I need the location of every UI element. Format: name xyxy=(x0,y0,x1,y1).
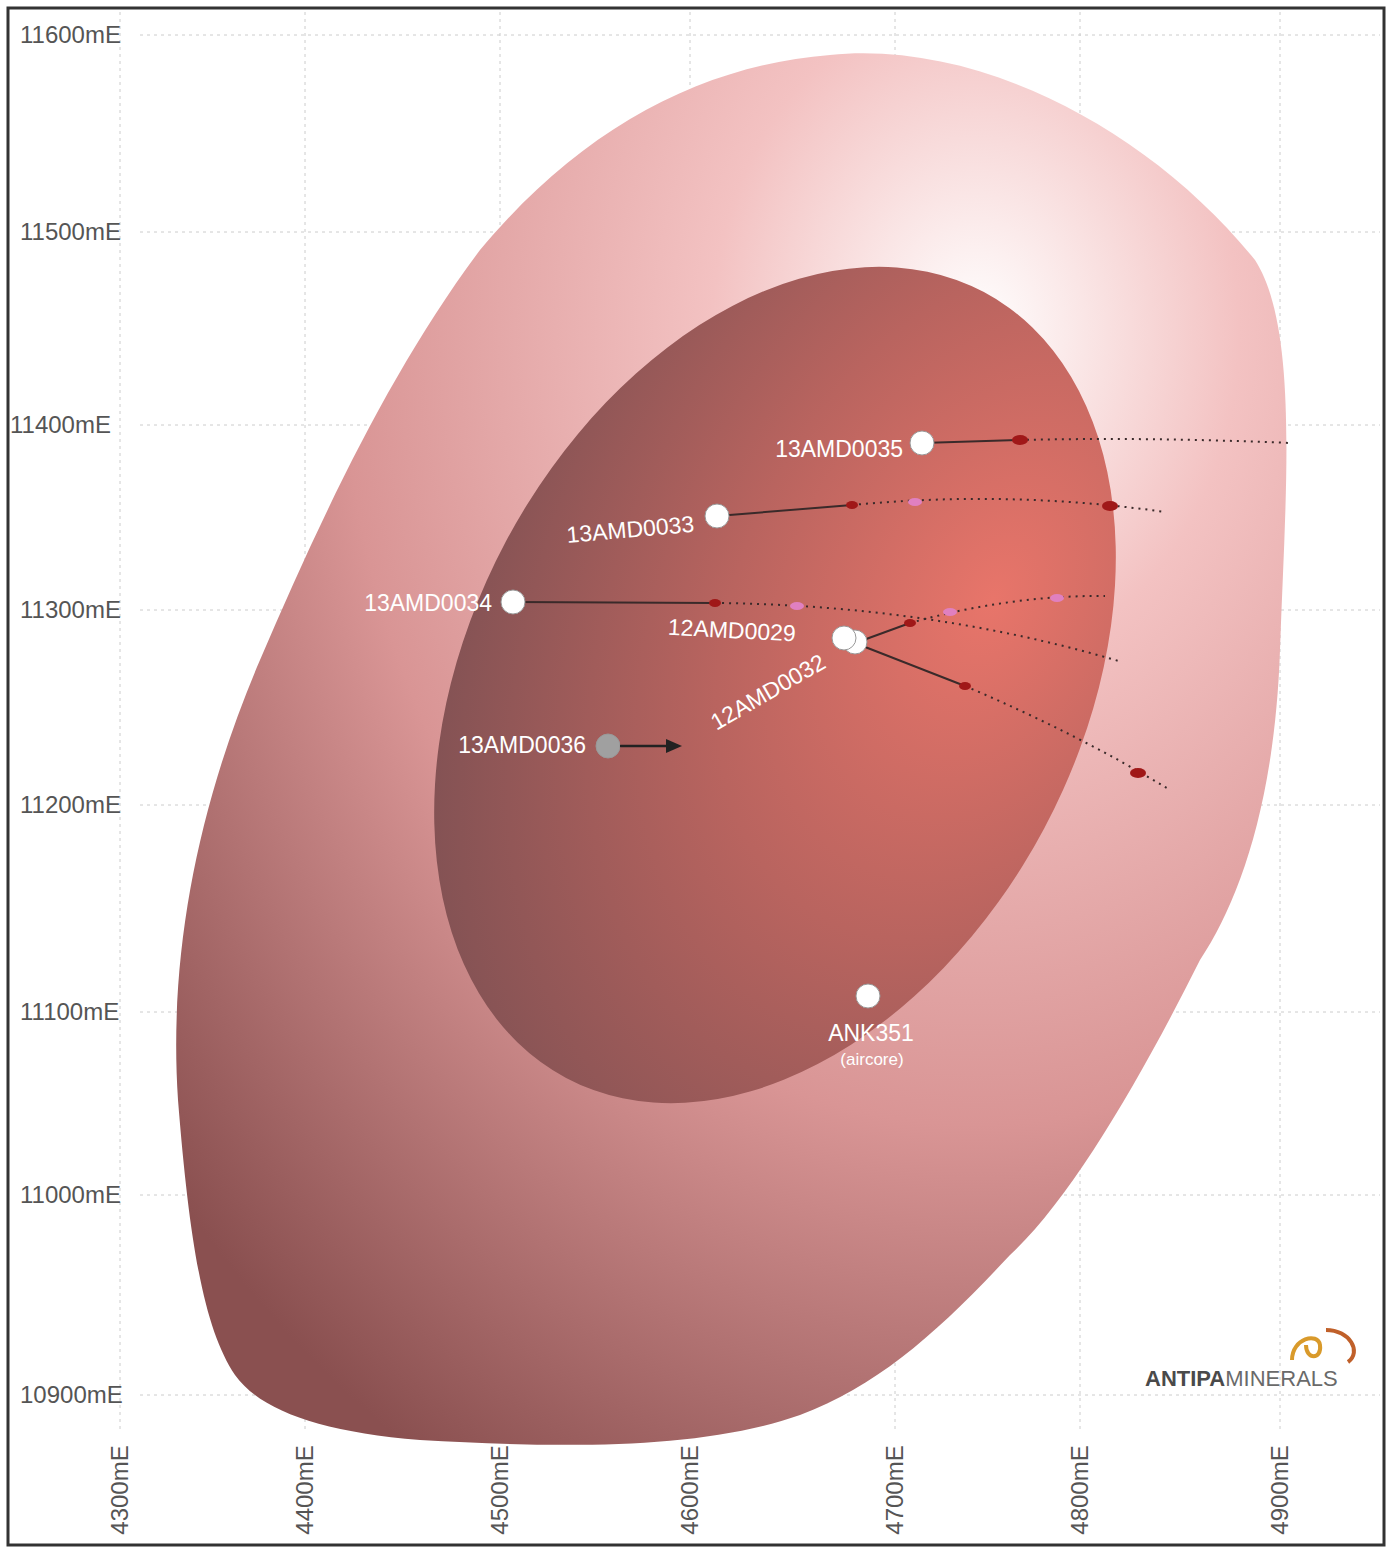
hole-note: (aircore) xyxy=(840,1050,903,1070)
hole-label: 13AMD0035 xyxy=(775,436,903,462)
hole-label: 13AMD0036 xyxy=(458,732,586,758)
axis-label: 11600mE xyxy=(20,21,121,49)
axis-label: 11100mE xyxy=(20,998,119,1026)
axis-label: 4500mE xyxy=(486,1445,514,1534)
axis-label: 10900mE xyxy=(20,1381,123,1409)
axis-label: 4700mE xyxy=(881,1445,909,1534)
axis-label: 11400mE xyxy=(10,411,111,439)
axis-label: 11500mE xyxy=(20,218,121,246)
axis-label: 11300mE xyxy=(20,596,121,624)
collars xyxy=(501,431,934,1008)
logo-text: MINERALS xyxy=(1225,1366,1337,1391)
outer-shell xyxy=(176,53,1286,1444)
intercepts xyxy=(709,435,1146,778)
axis-label: 4900mE xyxy=(1266,1445,1294,1534)
axis-label: 11200mE xyxy=(20,791,121,819)
axis-label: 4400mE xyxy=(291,1445,319,1534)
axis-label: 4800mE xyxy=(1066,1445,1094,1534)
hole-label: 13AMD0034 xyxy=(364,590,492,616)
drill-traces xyxy=(513,439,1290,790)
axis-label: 4300mE xyxy=(106,1445,134,1534)
planned-direction xyxy=(620,745,668,748)
frame xyxy=(8,8,1384,1545)
hole-label: ANK351 xyxy=(828,1020,914,1046)
arrow-head xyxy=(666,739,682,753)
logo-text: ANTIPA xyxy=(1145,1366,1225,1391)
axis-label: 11000mE xyxy=(20,1181,121,1209)
axis-label: 4600mE xyxy=(676,1445,704,1534)
inner-shell xyxy=(297,149,1253,1221)
logo-symbol xyxy=(1292,1330,1354,1362)
